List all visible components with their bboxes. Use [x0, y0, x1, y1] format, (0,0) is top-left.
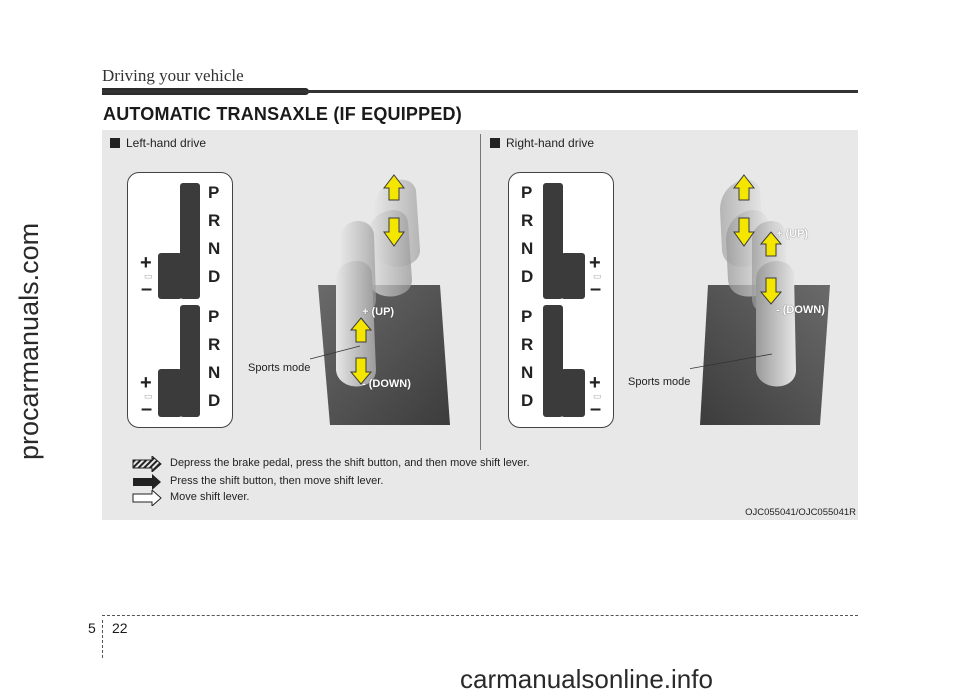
- page-number: 22: [112, 620, 128, 636]
- sports-mode-leader: [690, 353, 773, 370]
- up-callout: + (UP): [362, 306, 395, 318]
- outline-arrow-icon: [132, 490, 162, 506]
- footer-rule: [102, 615, 858, 616]
- figure-code: OJC055041/OJC055041R: [745, 507, 856, 518]
- chapter-number: 5: [88, 620, 96, 636]
- gear-letter: N: [521, 239, 534, 258]
- down-callout: - (DOWN): [776, 304, 825, 316]
- left-hand-drive-heading: Left-hand drive: [110, 136, 206, 150]
- down-arrow-icon: [349, 357, 373, 385]
- header-rule: [102, 90, 858, 93]
- gate-slot-top: [543, 183, 563, 299]
- neutral-mark: ▭: [593, 391, 602, 401]
- legend-text: Press the shift button, then move shift …: [170, 475, 384, 487]
- sports-mode-label: Sports mode: [628, 376, 691, 388]
- square-bullet-icon: [490, 138, 500, 148]
- figure-divider: [480, 134, 481, 450]
- gear-letter: P: [521, 307, 533, 326]
- neutral-mark: ▭: [593, 271, 602, 281]
- gear-letter: P: [208, 183, 220, 202]
- gear-letter: R: [521, 211, 534, 230]
- up-arrow-icon: [349, 317, 373, 343]
- left-shift-lever-illustration: [309, 174, 450, 425]
- gate-slot-bottom: [543, 305, 563, 417]
- gate-slot-sport-bottom: [561, 369, 585, 417]
- legend-text: Move shift lever.: [170, 491, 250, 503]
- gear-letter: R: [208, 335, 221, 354]
- down-arrow-icon: [759, 277, 783, 305]
- legend-text: Depress the brake pedal, press the shift…: [170, 457, 530, 469]
- gate-slot-sport-top: [158, 253, 182, 299]
- up-arrow-icon: [382, 174, 406, 201]
- plus-sign: +: [140, 372, 152, 394]
- gear-letter: P: [208, 307, 220, 326]
- sports-mode-label: Sports mode: [248, 362, 311, 374]
- gear-letter: R: [208, 211, 221, 230]
- gear-letter: R: [521, 335, 534, 354]
- gate-slot-top: [180, 183, 200, 299]
- gear-letter: N: [208, 239, 221, 258]
- minus-sign: –: [590, 398, 602, 420]
- gear-letter: D: [521, 391, 534, 410]
- gear-letter: N: [208, 363, 221, 382]
- down-arrow-icon: [383, 217, 405, 247]
- heading-label: Right-hand drive: [506, 136, 595, 150]
- left-shift-gate-diagram: P R N D P R N D + ▭ – + ▭ –: [127, 172, 233, 428]
- square-bullet-icon: [110, 138, 120, 148]
- bottom-watermark: carmanualsonline.info: [460, 664, 713, 694]
- heading-label: Left-hand drive: [126, 136, 207, 150]
- sports-mode-leader: [309, 345, 361, 360]
- hatched-arrow-icon: [132, 456, 162, 472]
- neutral-mark: ▭: [144, 271, 153, 281]
- gear-letter: D: [208, 391, 221, 410]
- gate-slot-sport-top: [561, 253, 585, 299]
- down-callout: - (DOWN): [362, 378, 411, 390]
- gear-letter: D: [208, 267, 221, 286]
- right-shift-lever-illustration: [690, 174, 830, 425]
- right-hand-drive-heading: Right-hand drive: [490, 136, 594, 150]
- running-header: Driving your vehicle: [102, 66, 244, 85]
- gate-slot-sport-bottom: [158, 369, 182, 417]
- up-callout: + (UP): [776, 228, 809, 240]
- side-watermark: procarmanuals.com: [14, 222, 44, 460]
- up-arrow-icon: [732, 174, 756, 201]
- gear-letter: N: [521, 363, 534, 382]
- up-arrow-icon: [759, 231, 783, 257]
- down-arrow-icon: [733, 217, 755, 247]
- gear-letter: P: [521, 183, 533, 202]
- gear-letter: D: [521, 267, 534, 286]
- footer-divider: [102, 620, 103, 658]
- gate-slot-bottom: [180, 305, 200, 417]
- plus-sign: +: [589, 252, 601, 274]
- right-shift-gate-diagram: P R N D P R N D + ▭ – + ▭ –: [508, 172, 614, 428]
- section-title: AUTOMATIC TRANSAXLE (IF EQUIPPED): [103, 104, 462, 124]
- minus-sign: –: [590, 278, 602, 300]
- plus-sign: +: [140, 252, 152, 274]
- neutral-mark: ▭: [144, 391, 153, 401]
- minus-sign: –: [141, 398, 153, 420]
- solid-arrow-icon: [133, 474, 161, 490]
- minus-sign: –: [141, 278, 153, 300]
- plus-sign: +: [589, 372, 601, 394]
